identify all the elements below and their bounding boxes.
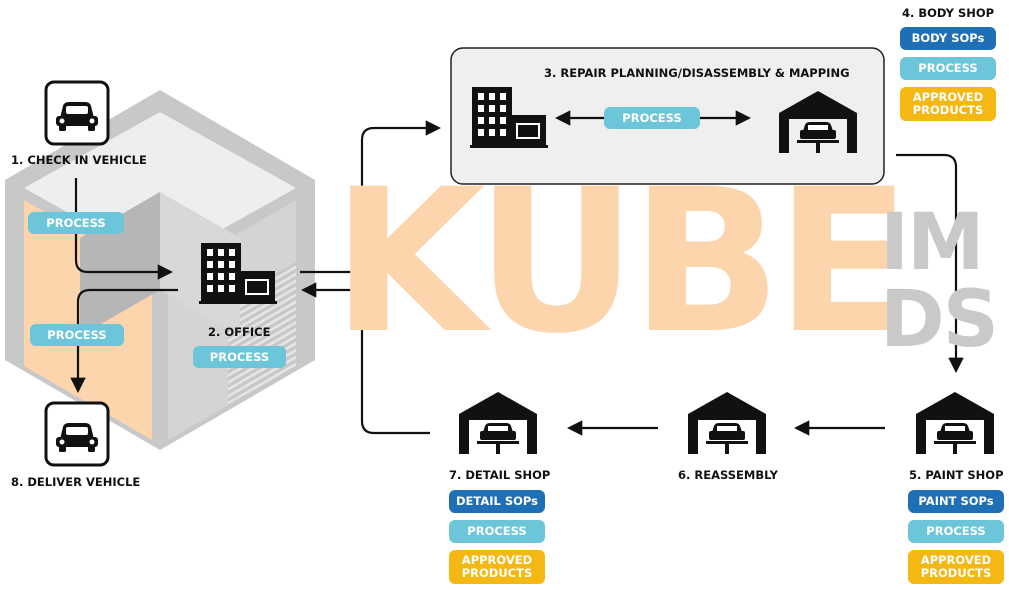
checkin-process-tag: PROCESS <box>28 212 124 234</box>
paint-sops-tag: PAINT SOPs <box>908 490 1004 513</box>
arrow-repair-to-paint <box>896 153 964 374</box>
arrow-office-to-repair <box>300 120 442 274</box>
body-process-tag: PROCESS <box>900 57 996 80</box>
repair-process-tag: PROCESS <box>604 107 700 129</box>
deliver-process-tag: PROCESS <box>30 324 124 346</box>
arrow-detail-to-office <box>300 282 430 435</box>
garage-lift-icon <box>459 392 537 454</box>
body-shop-label: 4. BODY SHOP <box>902 6 995 20</box>
reassembly-label: 6. REASSEMBLY <box>678 468 778 482</box>
approved-line-2: PRODUCTS <box>920 566 992 580</box>
body-sops-tag: BODY SOPs <box>900 27 996 50</box>
office-process-tag: PROCESS <box>193 346 286 368</box>
office-building-icon <box>199 243 277 304</box>
watermark-kube: KUBE <box>332 146 911 377</box>
approved-line-1: APPROVED <box>461 553 533 567</box>
body-approved-tag: APPROVED PRODUCTS <box>900 87 996 121</box>
arrow-office-to-deliver <box>70 288 178 394</box>
cube-illustration <box>5 90 315 450</box>
arrow-checkin-to-office <box>74 178 174 280</box>
approved-line-2: PRODUCTS <box>461 566 533 580</box>
flow-arrows <box>70 110 964 436</box>
car-icon <box>44 80 110 146</box>
watermark-im: IM <box>880 198 985 288</box>
deliver-label: 8. DELIVER VEHICLE <box>11 475 141 489</box>
approved-line-2: PRODUCTS <box>912 103 984 117</box>
garage-lift-icon <box>916 392 994 454</box>
detail-process-tag: PROCESS <box>449 520 545 543</box>
car-icon <box>44 401 110 467</box>
paint-approved-tag: APPROVED PRODUCTS <box>908 550 1004 584</box>
detail-shop-label: 7. DETAIL SHOP <box>449 468 551 482</box>
repair-label: 3. REPAIR PLANNING/DISASSEMBLY & MAPPING <box>544 66 850 80</box>
paint-shop-label: 5. PAINT SHOP <box>909 468 1004 482</box>
approved-line-1: APPROVED <box>920 553 992 567</box>
detail-approved-tag: APPROVED PRODUCTS <box>449 550 545 584</box>
watermark-ds: DS <box>880 275 999 365</box>
garage-lift-icon <box>688 392 766 454</box>
office-building-icon <box>470 87 548 148</box>
paint-process-tag: PROCESS <box>908 520 1004 543</box>
approved-line-1: APPROVED <box>912 90 984 104</box>
garage-lift-icon <box>779 91 857 153</box>
detail-sops-tag: DETAIL SOPs <box>449 490 545 513</box>
office-label: 2. OFFICE <box>208 325 271 339</box>
check-in-label: 1. CHECK IN VEHICLE <box>11 153 147 167</box>
